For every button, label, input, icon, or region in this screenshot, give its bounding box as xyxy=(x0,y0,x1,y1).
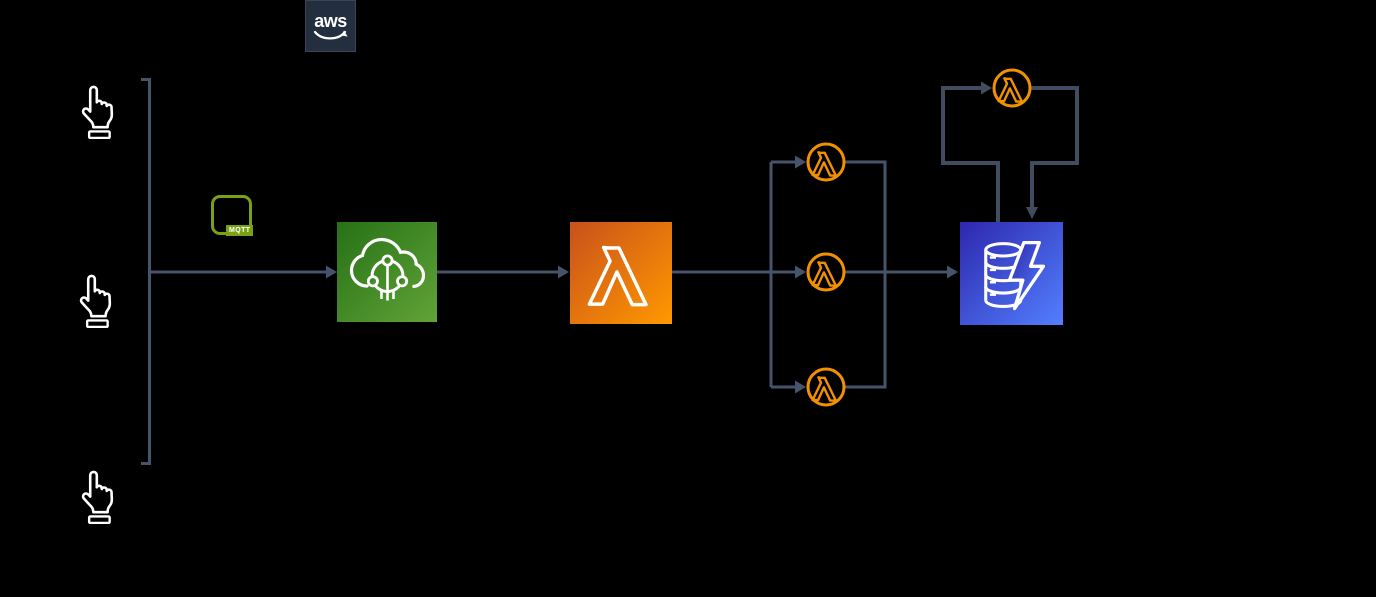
devices-to-iotcore-arrow xyxy=(151,265,337,279)
aws-iot-core-icon xyxy=(337,222,437,322)
lambda-function-icon xyxy=(806,367,846,407)
aws-logo: aws xyxy=(305,0,356,52)
hand-pointer-icon xyxy=(74,85,114,139)
aws-smile-icon xyxy=(313,30,348,40)
dynamodb-lambda-loop xyxy=(941,81,1079,223)
iotcore-to-lambda-arrow xyxy=(437,265,569,279)
aws-logo-text: aws xyxy=(314,11,347,31)
lambda-trigger-icon xyxy=(992,68,1032,108)
lambda-fanout-arrows xyxy=(672,155,806,394)
mqtt-icon: MQTT xyxy=(211,195,254,236)
lambda-function-icon xyxy=(806,252,846,292)
devices-bracket xyxy=(141,78,151,465)
lambda-function-icon xyxy=(806,142,846,182)
mqtt-label: MQTT xyxy=(226,225,254,236)
aws-lambda-icon xyxy=(570,222,672,324)
hand-pointer-icon xyxy=(72,274,112,328)
hand-pointer-icon xyxy=(74,470,114,524)
amazon-dynamodb-icon xyxy=(960,222,1063,325)
fanin-to-dynamodb-arrow xyxy=(844,160,958,389)
